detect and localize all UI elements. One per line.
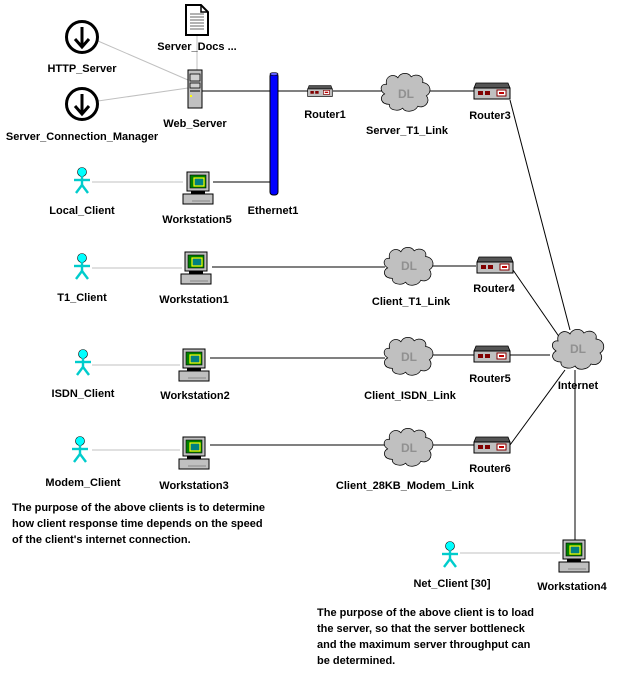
workstation-icon[interactable] bbox=[178, 348, 210, 382]
link-scm-webserver bbox=[97, 87, 189, 102]
cloud-text: DL bbox=[401, 441, 417, 455]
ethernet-bus-icon[interactable] bbox=[269, 72, 279, 196]
label-t1-client: T1_Client bbox=[57, 292, 107, 304]
application-icon[interactable] bbox=[65, 87, 99, 121]
router-icon[interactable] bbox=[476, 256, 514, 274]
label-net-client: Net_Client [30] bbox=[413, 578, 491, 590]
application-icon[interactable] bbox=[65, 20, 99, 54]
router-icon[interactable] bbox=[473, 436, 511, 454]
label-isdn-client: ISDN_Client bbox=[51, 388, 115, 400]
cloud-internet[interactable]: DL bbox=[551, 328, 605, 370]
link-http-webserver bbox=[97, 40, 189, 81]
logical-links bbox=[92, 32, 560, 554]
link-router6-internet bbox=[509, 369, 566, 446]
document-icon[interactable] bbox=[185, 4, 209, 36]
link-router4-internet bbox=[512, 269, 561, 339]
person-icon[interactable] bbox=[72, 166, 92, 195]
note-line: how client response time depends on the … bbox=[12, 518, 263, 530]
cloud-server-t1-link[interactable]: DL bbox=[380, 72, 431, 112]
label-client-isdn-link: Client_ISDN_Link bbox=[364, 390, 456, 402]
workstation-icon[interactable] bbox=[558, 539, 590, 573]
cloud-text: DL bbox=[570, 342, 586, 356]
workstation-icon[interactable] bbox=[178, 436, 210, 470]
label-server-docs: Server_Docs ... bbox=[157, 41, 237, 53]
cloud-client-28kb-modem-link[interactable]: DL bbox=[383, 427, 434, 467]
label-modem-client: Modem_Client bbox=[45, 477, 121, 489]
label-workstation5: Workstation5 bbox=[162, 214, 232, 226]
label-server-connection-manager: Server_Connection_Manager bbox=[5, 131, 159, 143]
label-web-server: Web_Server bbox=[163, 118, 227, 130]
label-workstation3: Workstation3 bbox=[159, 480, 229, 492]
person-icon[interactable] bbox=[73, 348, 93, 377]
router-icon[interactable] bbox=[307, 85, 333, 97]
label-router4: Router4 bbox=[473, 283, 515, 295]
router-icon[interactable] bbox=[473, 82, 511, 100]
clients-note: The purpose of the above clients is to d… bbox=[12, 500, 265, 548]
label-server-t1-link: Server_T1_Link bbox=[366, 125, 448, 137]
person-icon[interactable] bbox=[70, 435, 90, 464]
physical-links bbox=[202, 90, 576, 541]
label-router3: Router3 bbox=[469, 110, 511, 122]
router-icon[interactable] bbox=[473, 345, 511, 363]
cloud-text: DL bbox=[398, 87, 414, 101]
link-router3-internet bbox=[509, 99, 571, 331]
label-client-t1-link: Client_T1_Link bbox=[371, 296, 451, 308]
label-ethernet1: Ethernet1 bbox=[247, 205, 299, 217]
cloud-client-isdn-link[interactable]: DL bbox=[383, 336, 434, 376]
label-http-server: HTTP_Server bbox=[47, 63, 117, 75]
label-local-client: Local_Client bbox=[49, 205, 115, 217]
note-line: and the maximum server throughput can bbox=[317, 639, 531, 651]
server-tower-icon[interactable] bbox=[187, 69, 203, 109]
note-line: the server, so that the server bottlenec… bbox=[317, 623, 525, 635]
note-line: The purpose of the above clients is to d… bbox=[12, 502, 266, 514]
cloud-text: DL bbox=[401, 259, 417, 273]
note-line: The purpose of the above client is to lo… bbox=[317, 607, 534, 619]
workstation-icon[interactable] bbox=[182, 171, 214, 205]
note-line: be determined. bbox=[317, 655, 396, 667]
note-line: of the client's internet connection. bbox=[12, 534, 191, 546]
cloud-client-t1-link[interactable]: DL bbox=[383, 246, 434, 286]
label-router6: Router6 bbox=[469, 463, 511, 475]
net-client-note: The purpose of the above client is to lo… bbox=[317, 605, 534, 669]
workstation-icon[interactable] bbox=[180, 251, 212, 285]
label-workstation4: Workstation4 bbox=[537, 581, 607, 593]
cloud-text: DL bbox=[401, 350, 417, 364]
person-icon[interactable] bbox=[72, 252, 92, 281]
label-router5: Router5 bbox=[469, 373, 511, 385]
person-icon[interactable] bbox=[440, 540, 460, 569]
label-router1: Router1 bbox=[304, 109, 346, 121]
label-workstation1: Workstation1 bbox=[159, 294, 229, 306]
label-internet: Internet bbox=[557, 380, 599, 392]
label-client-28kb-modem-link: Client_28KB_Modem_Link bbox=[335, 480, 475, 492]
label-workstation2: Workstation2 bbox=[160, 390, 230, 402]
